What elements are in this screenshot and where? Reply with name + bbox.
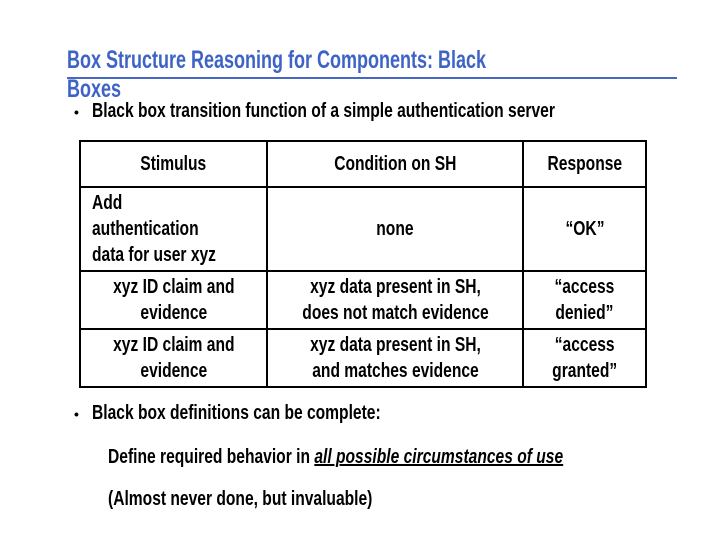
table-cell-response: “access denied”	[522, 270, 647, 330]
bullet-item-label: Black box transition function of a simpl…	[92, 100, 555, 122]
table-header-response: Response	[522, 140, 647, 188]
table-header-row: Stimulus Condition on SH Response	[79, 140, 647, 188]
note-line: (Almost never done, but invaluable)	[108, 488, 447, 511]
note-text: (Almost never done, but invaluable)	[108, 488, 373, 510]
table-header-condition-on-sh: Condition on SH	[266, 140, 524, 188]
table-cell-stimulus: xyz ID claim and evidence	[79, 328, 268, 388]
table-cell-stimulus: xyz ID claim and evidence	[79, 270, 268, 330]
table-cell-condition: none	[266, 186, 524, 272]
black-box-transition-table: Stimulus Condition on SH Response Add au…	[79, 140, 647, 388]
definition-prefix: Define required behavior in	[108, 446, 315, 468]
bullet-icon: •	[74, 406, 79, 422]
bullet-item-transition-function: Black box transition function of a simpl…	[92, 100, 685, 123]
table-cell-condition: xyz data present in SH, and matches evid…	[266, 328, 524, 388]
emphasized-phrase: all possible circumstances of use	[314, 446, 564, 468]
page-title: Box Structure Reasoning for Components: …	[67, 46, 720, 104]
table-cell-condition: xyz data present in SH, does not match e…	[266, 270, 524, 330]
title-underline-rule	[67, 77, 677, 79]
bullet-item-label: Black box definitions can be complete:	[92, 402, 381, 424]
table-row: Add authentication data for user xyz non…	[79, 186, 647, 272]
table-cell-response: “OK”	[522, 186, 647, 272]
definition-line: Define required behavior in all possible…	[108, 446, 692, 469]
table-header-stimulus: Stimulus	[79, 140, 268, 188]
table-cell-response: “access granted”	[522, 328, 647, 388]
page-title-text: Box Structure Reasoning for Components: …	[67, 46, 487, 103]
bullet-item-definitions-complete: Black box definitions can be complete:	[92, 402, 462, 425]
bullet-icon: •	[74, 104, 79, 120]
table-row: xyz ID claim and evidence xyz data prese…	[79, 328, 647, 388]
table-cell-stimulus: Add authentication data for user xyz	[79, 186, 268, 272]
table-row: xyz ID claim and evidence xyz data prese…	[79, 270, 647, 330]
